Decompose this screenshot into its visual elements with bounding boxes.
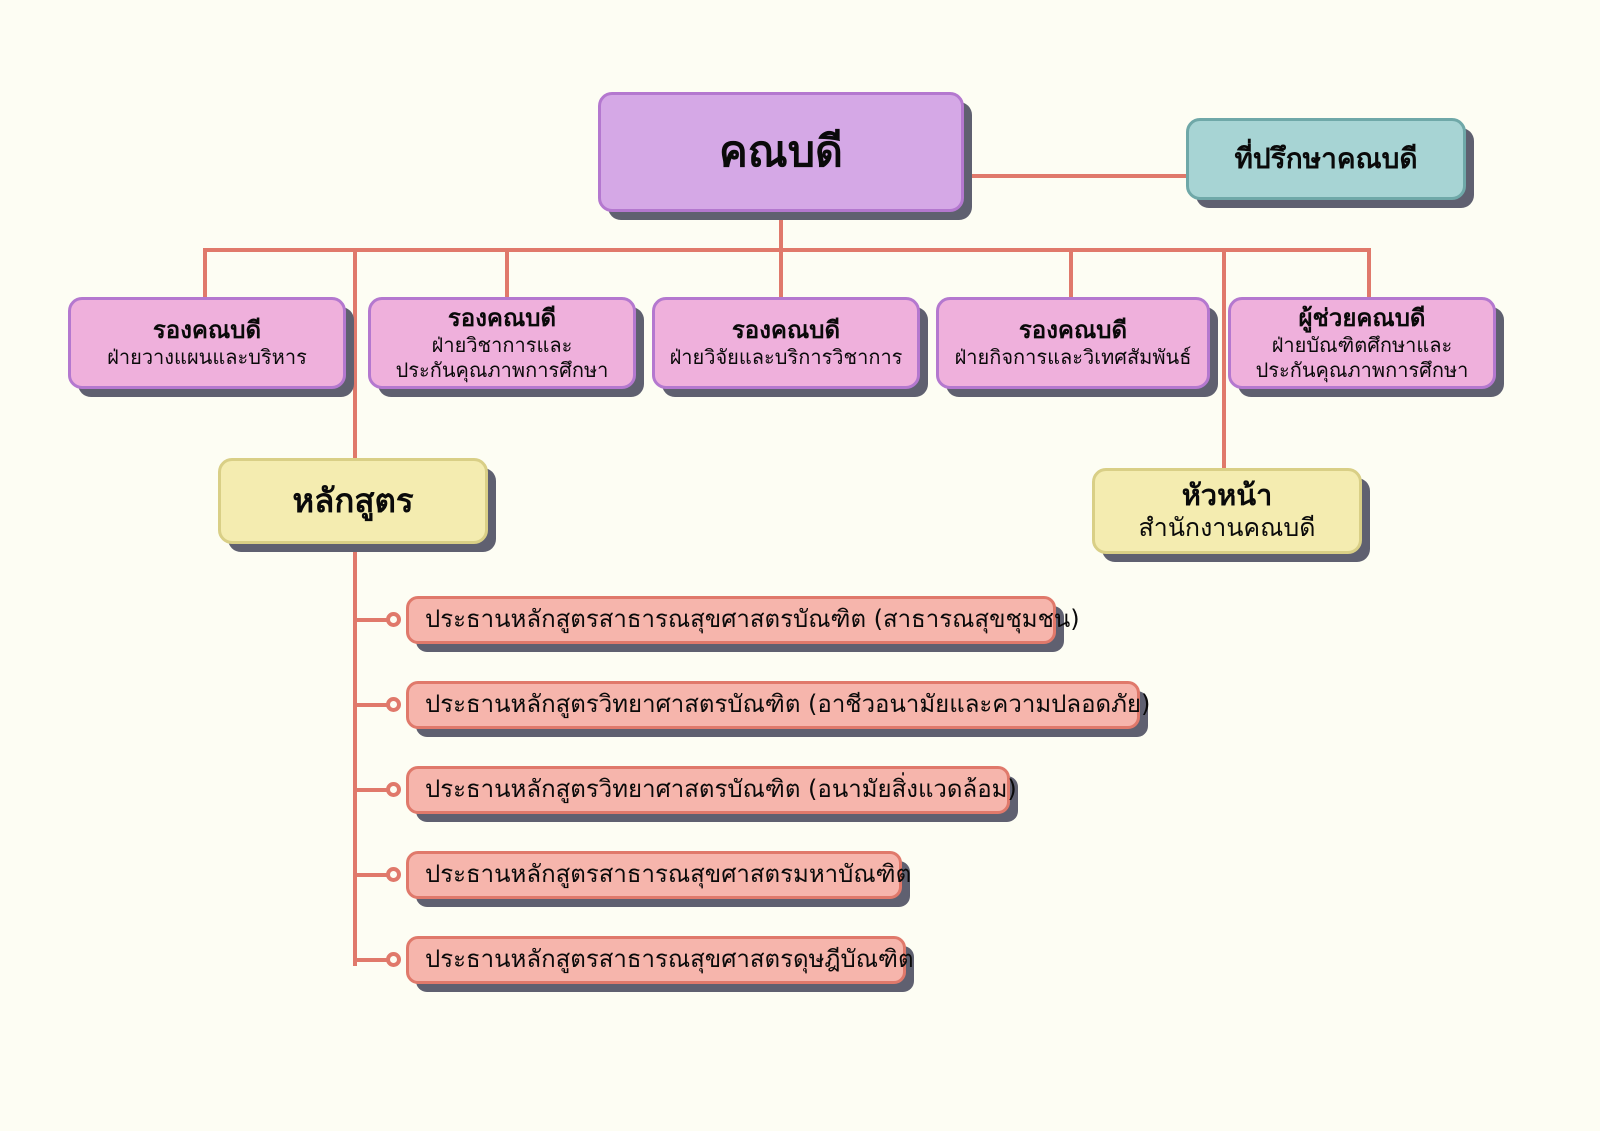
node-assistant-dean-graduate-subtitle-line2: ประกันคุณภาพการศึกษา <box>1255 357 1469 382</box>
connector-spine-program-hub <box>353 248 357 460</box>
connector-drop-vice1 <box>203 248 207 298</box>
node-program-chair[interactable]: ประธานหลักสูตรสาธารณสุขศาสตรบัณฑิต (สาธา… <box>406 596 1080 644</box>
node-office-head-subtitle: สำนักงานคณบดี <box>1138 513 1316 543</box>
node-program-chair[interactable]: ประธานหลักสูตรสาธารณสุขศาสตรดุษฎีบัณฑิต <box>406 936 914 984</box>
node-program-chair[interactable]: ประธานหลักสูตรวิทยาศาสตรบัณฑิต (อาชีวอนา… <box>406 681 1150 729</box>
node-vice-dean-research-title: รองคณบดี <box>731 316 841 345</box>
node-program-hub-title: หลักสูตร <box>292 480 414 520</box>
node-program-hub[interactable]: หลักสูตร <box>218 458 488 544</box>
node-assistant-dean-graduate[interactable]: ผู้ช่วยคณบดี ฝ่ายบัณฑิตศึกษาและ ประกันคุ… <box>1228 297 1496 389</box>
connector-spine-office-head <box>1222 248 1226 470</box>
connector-drop-vice2 <box>505 248 509 298</box>
node-vice-dean-planning-subtitle: ฝ่ายวางแผนและบริหาร <box>107 345 307 370</box>
node-program-chair[interactable]: ประธานหลักสูตรวิทยาศาสตรบัณฑิต (อนามัยสิ… <box>406 766 1017 814</box>
node-vice-dean-research[interactable]: รองคณบดี ฝ่ายวิจัยและบริการวิชาการ <box>652 297 920 389</box>
connector-dean-to-advisor <box>964 174 1188 178</box>
connector-branch-prog1 <box>353 703 393 707</box>
node-vice-dean-academic[interactable]: รองคณบดี ฝ่ายวิชาการและ ประกันคุณภาพการศ… <box>368 297 636 389</box>
connector-branch-prog2 <box>353 788 393 792</box>
node-vice-dean-planning[interactable]: รองคณบดี ฝ่ายวางแผนและบริหาร <box>68 297 346 389</box>
node-assistant-dean-graduate-subtitle-line1: ฝ่ายบัณฑิตศึกษาและ <box>1271 333 1453 358</box>
connector-ring-prog0 <box>386 612 401 627</box>
node-office-head[interactable]: หัวหน้า สำนักงานคณบดี <box>1092 468 1362 554</box>
connector-drop-vice4 <box>1069 248 1073 298</box>
node-program-chair-label: ประธานหลักสูตรสาธารณสุขศาสตรดุษฎีบัณฑิต <box>425 945 914 974</box>
node-vice-dean-affairs-title: รองคณบดี <box>1018 316 1128 345</box>
node-vice-dean-academic-title: รองคณบดี <box>447 303 557 332</box>
connector-drop-assist <box>1367 248 1371 298</box>
node-vice-dean-planning-title: รองคณบดี <box>152 316 262 345</box>
node-program-chair-label: ประธานหลักสูตรสาธารณสุขศาสตรมหาบัณฑิต <box>425 860 912 889</box>
node-program-chair-label: ประธานหลักสูตรสาธารณสุขศาสตรบัณฑิต (สาธา… <box>425 605 1080 634</box>
connector-ring-prog4 <box>386 952 401 967</box>
connector-ring-prog3 <box>386 867 401 882</box>
node-assistant-dean-graduate-title: ผู้ช่วยคณบดี <box>1298 303 1426 332</box>
node-office-head-title: หัวหน้า <box>1181 478 1273 513</box>
connector-program-spine <box>353 544 357 966</box>
connector-branch-prog3 <box>353 873 393 877</box>
connector-bus <box>203 248 1371 252</box>
connector-ring-prog2 <box>386 782 401 797</box>
node-dean-advisor[interactable]: ที่ปรึกษาคณบดี <box>1186 118 1466 200</box>
node-vice-dean-affairs-subtitle: ฝ่ายกิจการและวิเทศสัมพันธ์ <box>954 345 1192 370</box>
connector-ring-prog1 <box>386 697 401 712</box>
node-vice-dean-academic-subtitle-line1: ฝ่ายวิชาการและ <box>431 333 573 358</box>
node-dean-advisor-title: ที่ปรึกษาคณบดี <box>1234 141 1418 175</box>
connector-drop-vice3 <box>779 248 783 298</box>
connector-dean-stem <box>779 212 783 252</box>
node-program-chair-label: ประธานหลักสูตรวิทยาศาสตรบัณฑิต (อาชีวอนา… <box>425 690 1151 719</box>
node-vice-dean-academic-subtitle-line2: ประกันคุณภาพการศึกษา <box>395 357 609 382</box>
node-dean[interactable]: คณบดี <box>598 92 964 212</box>
node-program-chair[interactable]: ประธานหลักสูตรสาธารณสุขศาสตรมหาบัณฑิต <box>406 851 911 899</box>
node-dean-title: คณบดี <box>719 126 843 177</box>
connector-branch-prog0 <box>353 618 393 622</box>
connector-branch-prog4 <box>353 958 393 962</box>
node-vice-dean-research-subtitle: ฝ่ายวิจัยและบริการวิชาการ <box>669 345 903 370</box>
node-program-chair-label: ประธานหลักสูตรวิทยาศาสตรบัณฑิต (อนามัยสิ… <box>425 775 1017 804</box>
node-vice-dean-affairs[interactable]: รองคณบดี ฝ่ายกิจการและวิเทศสัมพันธ์ <box>936 297 1210 389</box>
